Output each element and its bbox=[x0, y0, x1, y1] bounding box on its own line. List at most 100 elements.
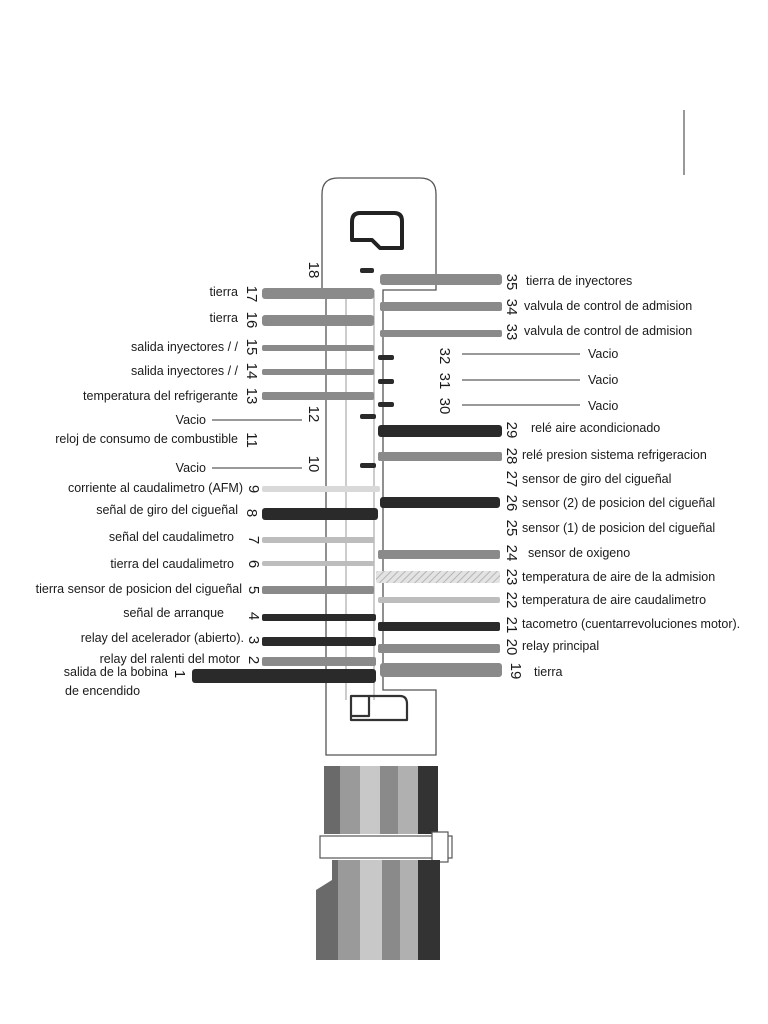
pin-number-5: 5 bbox=[245, 586, 262, 594]
pin-label-4: señal de arranque bbox=[123, 606, 224, 620]
pin-number-12: 12 bbox=[305, 406, 322, 423]
pin-bar-15 bbox=[262, 345, 374, 351]
pin-bar-30 bbox=[378, 402, 394, 407]
pin-number-9: 9 bbox=[245, 485, 262, 493]
pin-number-16: 16 bbox=[243, 312, 260, 329]
pin-label-19: tierra bbox=[534, 665, 563, 679]
pin-bar-21 bbox=[378, 622, 500, 631]
pin-label-1-line2: de encendido bbox=[65, 684, 140, 698]
pin-bar-8 bbox=[262, 508, 378, 520]
pin-label-10: Vacio bbox=[176, 461, 206, 475]
pin-label-22: temperatura de aire caudalimetro bbox=[522, 593, 706, 607]
pin-number-8: 8 bbox=[243, 509, 260, 517]
pin-label-5: tierra sensor de posicion del cigueñal bbox=[36, 582, 242, 596]
pin-label-35: tierra de inyectores bbox=[526, 274, 632, 288]
pin-bar-10 bbox=[360, 463, 376, 468]
pin-label-11: reloj de consumo de combustible bbox=[55, 432, 238, 446]
top-latch-icon bbox=[350, 211, 404, 250]
pin-bar-26 bbox=[380, 497, 500, 508]
left-labels: tierra tierra salida inyectores / / sali… bbox=[36, 285, 244, 698]
pin-label-3: relay del acelerador (abierto). bbox=[81, 631, 244, 645]
pin-bar-22 bbox=[378, 597, 500, 603]
pin-bar-20 bbox=[378, 644, 500, 653]
pin-label-12: Vacio bbox=[176, 413, 206, 427]
pin-label-25: sensor (1) de posicion del cigueñal bbox=[522, 521, 715, 535]
pin-number-25: 25 bbox=[503, 520, 520, 537]
cable-harness bbox=[316, 766, 453, 960]
pin-bar-23 bbox=[376, 571, 500, 583]
pin-bar-18 bbox=[360, 268, 374, 273]
pin-label-29: relé aire acondicionado bbox=[531, 421, 660, 435]
pin-number-33: 33 bbox=[503, 324, 520, 341]
pin-number-21: 21 bbox=[503, 617, 520, 634]
pin-number-35: 35 bbox=[503, 274, 520, 291]
pin-bar-24 bbox=[378, 550, 500, 559]
pin-number-23: 23 bbox=[503, 569, 520, 586]
pin-bar-7 bbox=[262, 537, 374, 543]
pin-number-4: 4 bbox=[245, 612, 262, 620]
pin-number-14: 14 bbox=[243, 363, 260, 380]
pin-label-2: relay del ralenti del motor bbox=[100, 652, 240, 666]
pin-number-26: 26 bbox=[503, 495, 520, 512]
pin-number-7: 7 bbox=[245, 536, 262, 544]
pin-number-20: 20 bbox=[503, 639, 520, 656]
pin-bar-5 bbox=[262, 586, 374, 594]
pin-label-16: tierra bbox=[210, 311, 239, 325]
pin-label-15: salida inyectores / / bbox=[131, 340, 239, 354]
pin-bar-31 bbox=[378, 379, 394, 384]
pin-bar-34 bbox=[380, 302, 502, 311]
pin-number-3: 3 bbox=[245, 636, 262, 644]
pin-bar-2 bbox=[262, 657, 376, 666]
pin-label-27: sensor de giro del cigueñal bbox=[522, 472, 671, 486]
pin-number-29: 29 bbox=[503, 422, 520, 439]
pin-label-24: sensor de oxigeno bbox=[528, 546, 630, 560]
leader-lines bbox=[212, 353, 580, 469]
pin-bar-17 bbox=[262, 288, 374, 299]
pin-label-8: señal de giro del cigueñal bbox=[96, 503, 238, 517]
pin-bar-35 bbox=[380, 274, 502, 285]
pin-number-30: 30 bbox=[436, 398, 453, 415]
pin-label-31: Vacio bbox=[588, 373, 618, 387]
pin-label-9: corriente al caudalimetro (AFM) bbox=[68, 481, 243, 495]
pin-number-17: 17 bbox=[243, 286, 260, 303]
pin-number-13: 13 bbox=[243, 388, 260, 405]
pin-bar-9 bbox=[262, 486, 380, 492]
pin-label-6: tierra del caudalimetro bbox=[110, 557, 234, 571]
pin-number-34: 34 bbox=[503, 299, 520, 316]
pin-label-26: sensor (2) de posicion del cigueñal bbox=[522, 496, 715, 510]
pin-bar-4 bbox=[262, 614, 376, 621]
pin-bar-14 bbox=[262, 369, 374, 375]
pin-bar-6 bbox=[262, 561, 374, 566]
pin-number-32: 32 bbox=[436, 348, 453, 365]
pin-bar-16 bbox=[262, 315, 374, 326]
pin-label-21: tacometro (cuentarrevoluciones motor). bbox=[522, 617, 740, 631]
pin-number-31: 31 bbox=[436, 373, 453, 390]
pin-number-24: 24 bbox=[503, 545, 520, 562]
pin-bar-3 bbox=[262, 637, 376, 646]
pin-bar-33 bbox=[380, 330, 502, 337]
pin-number-15: 15 bbox=[243, 339, 260, 356]
pin-label-28: relé presion sistema refrigeracion bbox=[522, 448, 707, 462]
pin-label-23: temperatura de aire de la admision bbox=[522, 570, 715, 584]
pin-bar-28 bbox=[378, 452, 502, 461]
pin-bar-12 bbox=[360, 414, 376, 419]
pin-label-32: Vacio bbox=[588, 347, 618, 361]
pin-number-28: 28 bbox=[503, 448, 520, 465]
pin-label-34: valvula de control de admision bbox=[524, 299, 692, 313]
pin-label-1: salida de la bobina bbox=[64, 665, 168, 679]
pin-number-11: 11 bbox=[243, 432, 260, 448]
pin-label-33: valvula de control de admision bbox=[524, 324, 692, 338]
pin-bars bbox=[192, 268, 502, 683]
pin-label-13: temperatura del refrigerante bbox=[83, 389, 238, 403]
pin-bar-32 bbox=[378, 355, 394, 360]
bottom-latch-icon bbox=[349, 694, 409, 722]
pin-number-19: 19 bbox=[507, 663, 524, 680]
pin-numbers: 17 16 15 14 13 12 11 10 9 8 7 6 5 4 3 2 … bbox=[171, 262, 524, 680]
pin-number-2: 2 bbox=[245, 656, 262, 664]
pin-bar-29 bbox=[378, 425, 502, 437]
pin-label-30: Vacio bbox=[588, 399, 618, 413]
pin-bar-1 bbox=[192, 669, 376, 683]
pin-number-1: 1 bbox=[171, 670, 188, 678]
pin-label-20: relay principal bbox=[522, 639, 599, 653]
